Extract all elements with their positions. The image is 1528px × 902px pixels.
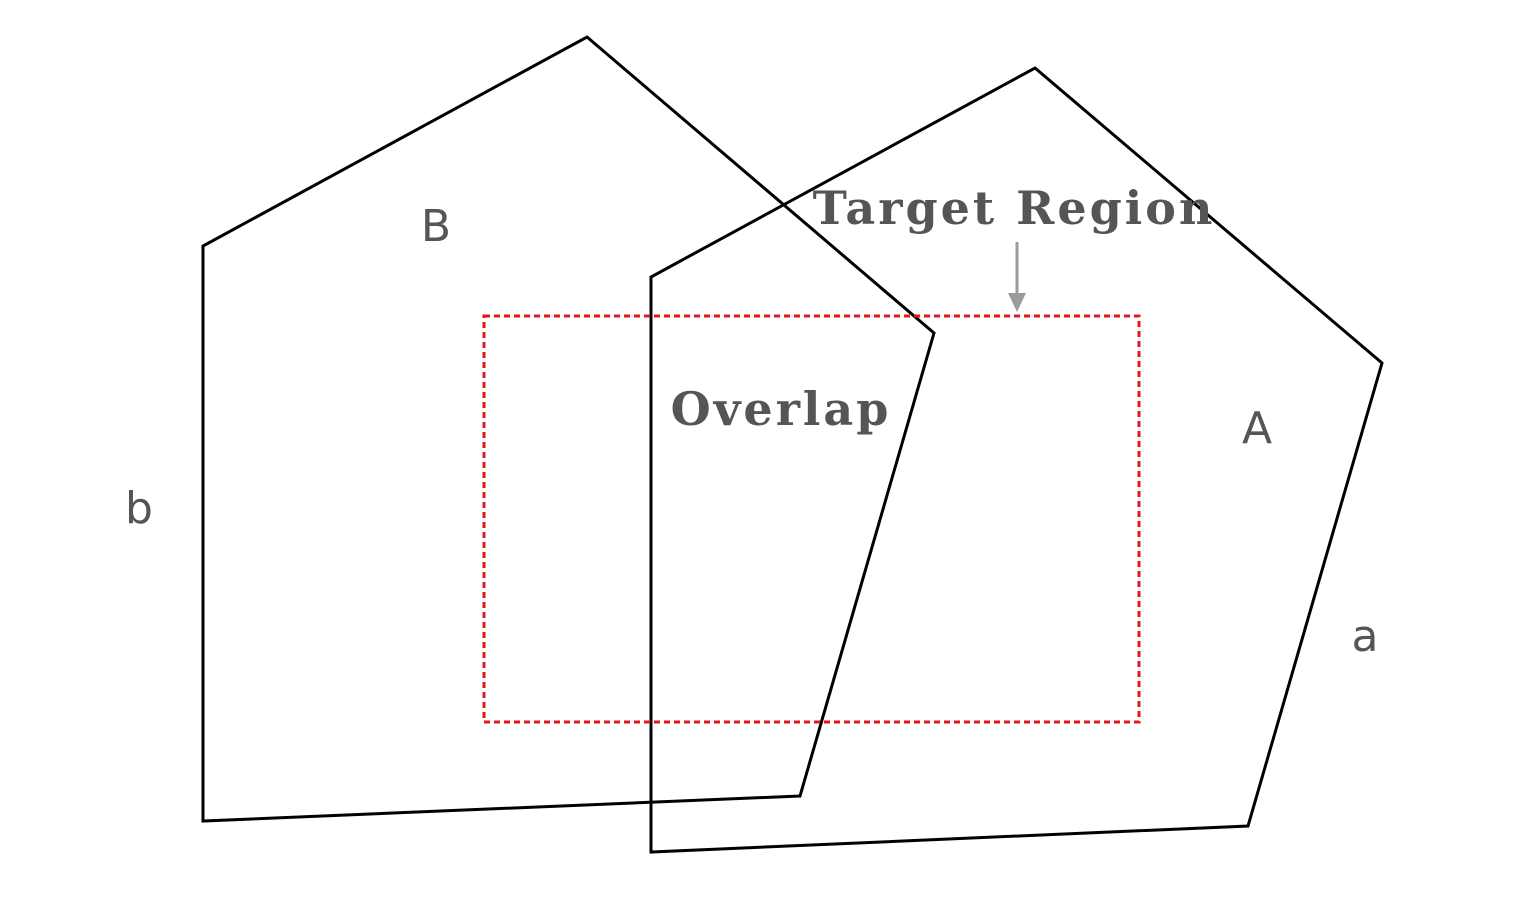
target-region-box: [482, 314, 1141, 724]
arrow-head: [1008, 293, 1026, 312]
shape-b-name-label: B: [421, 201, 451, 252]
down-arrow-icon: [1008, 242, 1026, 312]
shape-a-name-label: A: [1242, 403, 1272, 454]
overlap-label: Overlap: [671, 382, 892, 436]
target-region-label: Target Region: [813, 181, 1216, 235]
shape-a-side-label: a: [1352, 611, 1379, 662]
pentagon-a: [649, 66, 1384, 854]
shape-b-side-label: b: [125, 483, 153, 534]
pentagon-b: [201, 35, 936, 823]
